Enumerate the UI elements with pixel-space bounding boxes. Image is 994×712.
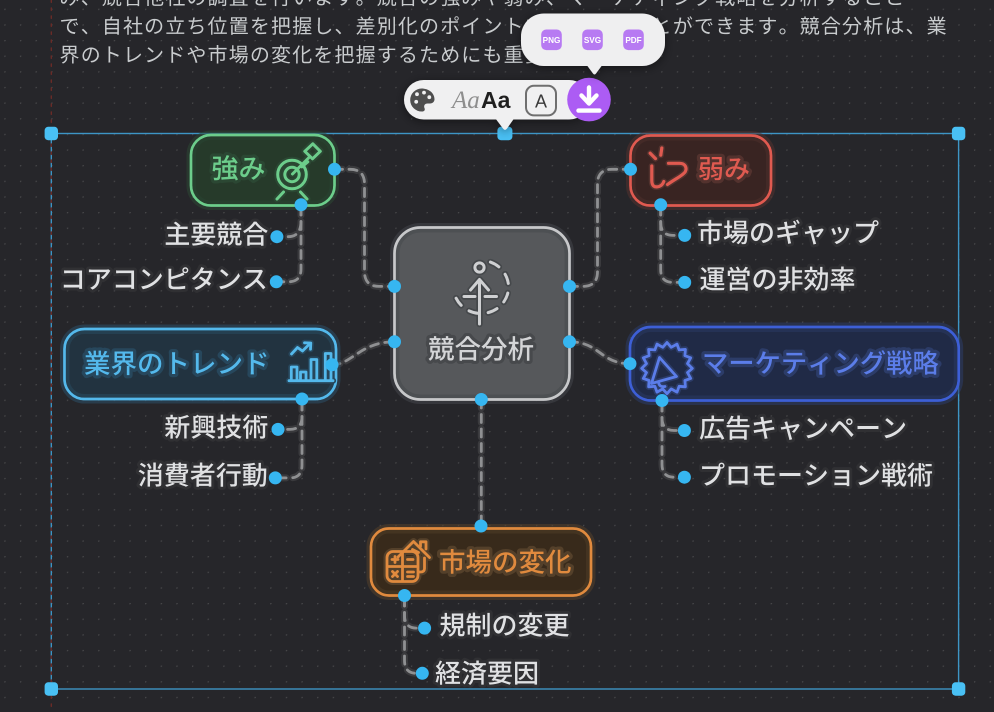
svg-text:PDF: PDF	[625, 36, 641, 45]
svg-text:PNG: PNG	[543, 36, 561, 45]
svg-text:Aa: Aa	[481, 87, 511, 113]
svg-text:A: A	[535, 92, 547, 112]
svg-text:Aa: Aa	[450, 87, 480, 114]
svg-text:SVG: SVG	[584, 36, 601, 45]
